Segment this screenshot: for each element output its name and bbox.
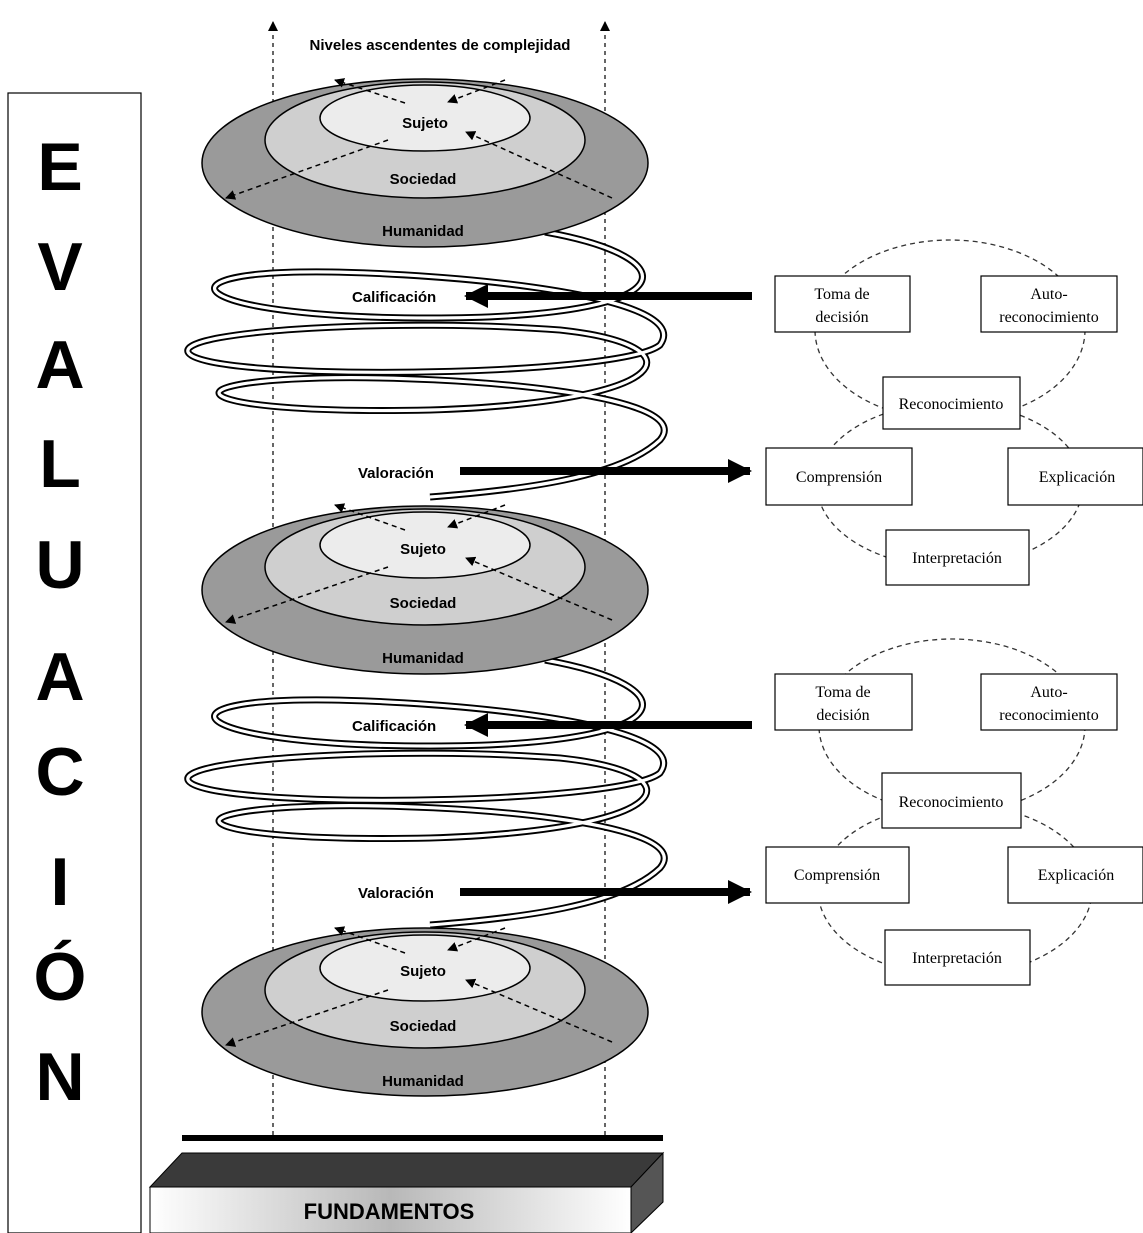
label-backdrop	[345, 713, 455, 737]
fundamentos-platform: FUNDAMENTOS	[148, 1151, 665, 1233]
level-disc: Sujeto Sociedad Humanidad	[201, 926, 649, 1097]
vertical-title-frame	[7, 92, 142, 1233]
vertical-title-letter: V	[37, 229, 82, 305]
label-backdrop	[345, 284, 455, 308]
autoreconocimiento-box	[980, 673, 1118, 731]
level-disc: Sujeto Sociedad Humanidad	[201, 78, 649, 248]
top-label-backdrop	[285, 32, 595, 56]
dashed-arrow	[334, 503, 406, 531]
vertical-title: E V A L U A C I Ó N	[34, 129, 87, 1115]
vertical-title-letter: I	[51, 844, 70, 920]
process-cycle: Toma de decisión Auto- reconocimiento Re…	[765, 638, 1143, 986]
inner-ring-label: Sujeto	[400, 963, 446, 980]
platform-side	[630, 1151, 664, 1233]
middle-ring-label: Sociedad	[390, 1018, 457, 1035]
inner-ring	[319, 84, 531, 152]
dashed-arrow	[334, 78, 406, 104]
reconocimiento-label: Reconocimiento	[899, 396, 1004, 413]
inner-ring-label: Sujeto	[402, 115, 448, 132]
autoreconocimiento-line1: Auto-	[1030, 286, 1067, 303]
explicacion-label: Explicación	[1038, 867, 1114, 884]
outer-ring-label: Humanidad	[382, 223, 464, 240]
interpretacion-box	[885, 529, 1030, 586]
process-cycle: Toma de decisión Auto- reconocimiento Re…	[765, 239, 1143, 586]
fundamentos-label: FUNDAMENTOS	[304, 1199, 475, 1224]
toma-de-decision-line1: Toma de	[815, 684, 870, 701]
interpretacion-box	[884, 929, 1031, 986]
reconocimiento-label: Reconocimiento	[899, 794, 1004, 811]
autoreconocimiento-line1: Auto-	[1030, 684, 1067, 701]
comprension-box	[765, 846, 910, 904]
vertical-title-letter: C	[35, 734, 84, 810]
dashed-arrow	[447, 504, 506, 529]
vertical-title-letter: U	[35, 527, 84, 603]
comprension-label: Comprensión	[794, 867, 880, 884]
outer-ring-label: Humanidad	[382, 650, 464, 667]
toma-de-decision-line2: decisión	[816, 707, 869, 724]
vertical-title-letter: N	[35, 1039, 84, 1115]
dashed-arrow	[225, 989, 389, 1047]
explicacion-box	[1007, 447, 1143, 506]
interpretacion-label: Interpretación	[912, 950, 1002, 967]
dashed-arrow	[225, 566, 389, 624]
dashed-arrow	[225, 139, 389, 200]
dashed-arrow	[447, 79, 506, 104]
platform-front	[149, 1186, 632, 1233]
dashed-arrow	[334, 926, 406, 954]
toma-de-decision-line2: decisión	[815, 309, 868, 326]
reconocimiento-box	[881, 772, 1022, 829]
vertical-title-letter: Ó	[34, 939, 87, 1015]
dashed-arrow	[447, 927, 506, 952]
platform-top	[148, 1152, 665, 1188]
comprension-label: Comprensión	[796, 469, 882, 486]
vertical-title-letter: L	[39, 426, 81, 502]
toma-de-decision-box	[774, 673, 913, 731]
spiral-coil-lower	[184, 656, 668, 929]
toma-de-decision-box	[774, 275, 911, 333]
vertical-title-letter: A	[35, 327, 84, 403]
outer-ring-label: Humanidad	[382, 1073, 464, 1090]
explicacion-box	[1007, 846, 1143, 904]
valoracion-label: Valoración	[358, 465, 434, 482]
calificacion-label: Calificación	[352, 289, 436, 306]
explicacion-label: Explicación	[1039, 469, 1115, 486]
autoreconocimiento-line2: reconocimiento	[999, 309, 1099, 326]
autoreconocimiento-box	[980, 275, 1118, 333]
middle-ring-label: Sociedad	[390, 595, 457, 612]
middle-ring-label: Sociedad	[390, 171, 457, 188]
label-backdrop	[352, 880, 452, 904]
valoracion-label: Valoración	[358, 885, 434, 902]
top-label: Niveles ascendentes de complejidad	[310, 37, 571, 54]
vertical-title-letter: A	[35, 639, 84, 715]
comprension-box	[765, 447, 913, 506]
vertical-title-letter: E	[37, 129, 82, 205]
interpretacion-label: Interpretación	[912, 550, 1002, 567]
toma-de-decision-line1: Toma de	[814, 286, 869, 303]
level-disc: Sujeto Sociedad Humanidad	[201, 503, 649, 675]
spiral-coil-upper	[184, 228, 668, 501]
inner-ring-label: Sujeto	[400, 541, 446, 558]
calificacion-label: Calificación	[352, 718, 436, 735]
reconocimiento-box	[882, 376, 1021, 430]
inner-ring	[319, 511, 531, 579]
label-backdrop	[352, 460, 452, 484]
autoreconocimiento-line2: reconocimiento	[999, 707, 1099, 724]
